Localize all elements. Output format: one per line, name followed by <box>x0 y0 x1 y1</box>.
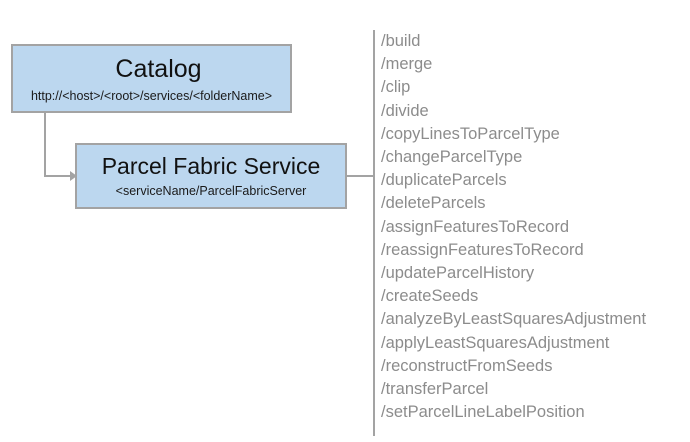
operations-rail-divider <box>373 30 375 436</box>
operation-list-item[interactable]: /createSeeds <box>381 287 479 306</box>
operation-list-item[interactable]: /build <box>381 32 421 50</box>
operations-list: /build/merge/clip/divide/copyLinesToParc… <box>381 30 686 424</box>
operation-list-item[interactable]: /copyLinesToParcelType <box>381 124 560 143</box>
operation-list-item[interactable]: /reassignFeaturesToRecord <box>381 240 584 259</box>
node-catalog-subtitle: http://<host>/<root>/services/<folderNam… <box>30 88 273 103</box>
operation-list-item[interactable]: /setParcelLineLabelPosition <box>381 403 585 422</box>
connector-horizontal-catalog-to-service <box>44 175 74 177</box>
node-parcel-fabric-service[interactable]: Parcel Fabric Service <serviceName/Parce… <box>75 143 347 209</box>
operation-list-item[interactable]: /clip <box>381 78 411 97</box>
connector-vertical-catalog-to-service <box>44 113 46 177</box>
operation-list-item[interactable]: /reconstructFromSeeds <box>381 356 553 375</box>
node-service-title: Parcel Fabric Service <box>101 153 321 180</box>
operation-list-item[interactable]: /deleteParcels <box>381 194 486 213</box>
node-service-subtitle: <serviceName/ParcelFabricServer <box>115 183 307 198</box>
operation-list-item[interactable]: /transferParcel <box>381 380 489 399</box>
arrowhead-icon <box>70 171 77 181</box>
operation-list-item[interactable]: /applyLeastSquaresAdjustment <box>381 333 610 352</box>
operation-list-item[interactable]: /divide <box>381 101 429 120</box>
operation-list-item[interactable]: /changeParcelType <box>381 148 523 167</box>
operation-list-item[interactable]: /duplicateParcels <box>381 171 507 190</box>
operation-list-item[interactable]: /merge <box>381 55 433 74</box>
node-catalog[interactable]: Catalog http://<host>/<root>/services/<f… <box>11 44 292 113</box>
operation-list-item[interactable]: /analyzeByLeastSquaresAdjustment <box>381 310 647 329</box>
operation-list-item[interactable]: /updateParcelHistory <box>381 264 535 283</box>
connector-service-to-operations <box>347 175 375 177</box>
node-catalog-title: Catalog <box>115 55 202 84</box>
operation-list-item[interactable]: /assignFeaturesToRecord <box>381 217 570 236</box>
